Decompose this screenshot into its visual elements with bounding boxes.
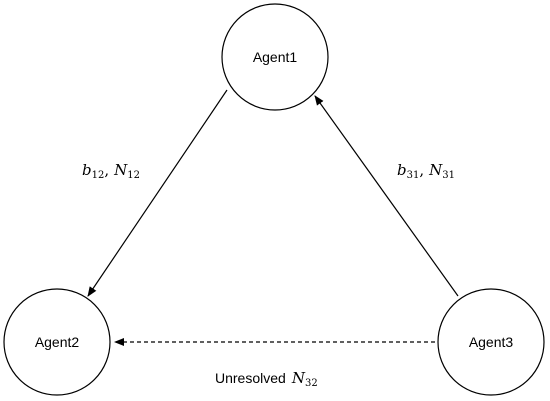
node-agent2-label: Agent2 xyxy=(35,334,80,350)
label-b12-var: b xyxy=(82,161,92,179)
edge-label-unresolved-n32: Unresolved N32 xyxy=(215,369,318,389)
node-agent2[interactable]: Agent2 xyxy=(3,288,111,396)
label-b12-sub: 12 xyxy=(92,170,105,181)
node-agent3-label: Agent3 xyxy=(469,334,514,350)
node-agent1[interactable]: Agent1 xyxy=(221,3,329,111)
label-unresolved-prefix: Unresolved xyxy=(215,370,286,386)
label-n31-var: N xyxy=(428,161,443,179)
label-b12-sep: , xyxy=(104,161,109,179)
label-n31-sub: 31 xyxy=(442,170,455,181)
edge-agent1-to-agent2 xyxy=(87,89,228,297)
edge-agent3-to-agent1 xyxy=(314,95,459,297)
label-b31-sub: 31 xyxy=(407,170,420,181)
label-b31-var: b xyxy=(397,161,407,179)
label-n12-sub: 12 xyxy=(127,170,140,181)
edge-label-b12-n12: b12,N12 xyxy=(82,161,140,181)
node-agent2-circle xyxy=(3,288,111,396)
node-agent3[interactable]: Agent3 xyxy=(437,288,545,396)
label-n32-sub: 32 xyxy=(305,378,318,389)
edge-label-b31-n31: b31,N31 xyxy=(397,161,455,181)
node-agent1-circle xyxy=(221,3,329,111)
label-b31-sep: , xyxy=(419,161,424,179)
label-n12-var: N xyxy=(113,161,128,179)
node-agent3-circle xyxy=(437,288,545,396)
label-n32-var: N xyxy=(291,369,306,387)
node-agent1-label: Agent1 xyxy=(253,49,298,65)
